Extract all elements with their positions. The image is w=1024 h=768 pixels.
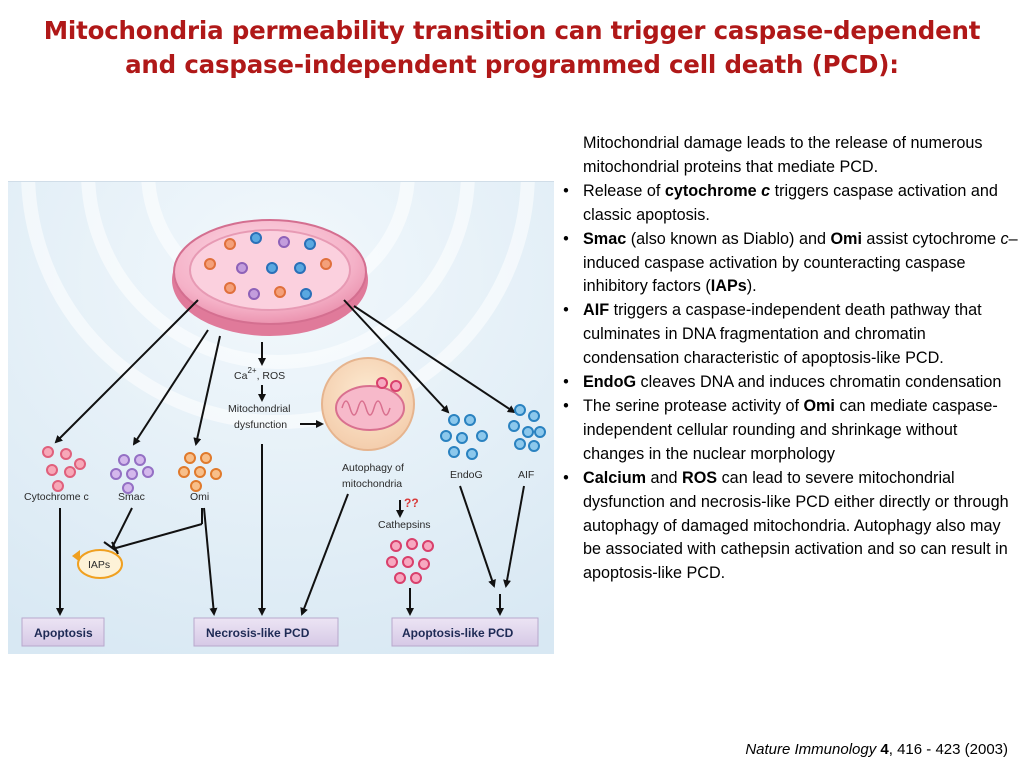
bullet-calcium-ros: •Calcium and ROS can lead to severe mito… xyxy=(560,467,1018,587)
pcd-pathway-figure: Ca2+, ROS Mitochondrial dysfunction Auto… xyxy=(8,181,554,654)
necrosis-like-pcd-label: Necrosis-like PCD xyxy=(206,626,310,640)
arrow-to-endog xyxy=(343,299,450,414)
bullet-aif: •AIF triggers a caspase-independent deat… xyxy=(560,299,1018,371)
cathepsins-label: Cathepsins xyxy=(378,519,431,531)
bullet-glyph: • xyxy=(563,181,569,200)
cytochrome-c-cluster xyxy=(42,446,86,492)
mito-dysfunction-label-1: Mitochondrial xyxy=(228,403,290,415)
apoptosis-like-pcd-label: Apoptosis-like PCD xyxy=(402,626,514,640)
endog-label: EndoG xyxy=(450,469,483,481)
arrow-to-smac xyxy=(132,329,209,446)
omi-inhibit-bar xyxy=(111,541,119,555)
bullet-glyph: • xyxy=(563,229,569,248)
arrow-to-omi xyxy=(193,335,221,446)
slide-title-line-2: and caspase-independent programmed cell … xyxy=(125,50,899,79)
autophagosome-icon xyxy=(321,357,415,451)
arrow-omi-to-necrosis xyxy=(203,507,218,616)
iaps-label: IAPs xyxy=(88,559,110,571)
bullet-list: •Release of cytochrome c triggers caspas… xyxy=(560,180,1018,586)
citation: Nature Immunology 4, 416 - 423 (2003) xyxy=(745,741,1008,758)
arrow-aif-down xyxy=(503,485,525,588)
omi-label: Omi xyxy=(190,491,209,503)
cathepsin-cluster xyxy=(386,538,434,584)
mitochondrial-proteins xyxy=(204,232,332,300)
release-arrows xyxy=(54,299,516,446)
mito-dysfunction-label-2: dysfunction xyxy=(234,419,287,431)
cytochrome-c-label: Cytochrome c xyxy=(24,491,89,503)
iaps-inhibitor-icon xyxy=(72,549,123,579)
slide-title: Mitochondria permeability transition can… xyxy=(0,14,1024,82)
bullet-glyph: • xyxy=(563,373,569,392)
smac-label: Smac xyxy=(118,491,145,503)
bullet-cytochrome: •Release of cytochrome c triggers caspas… xyxy=(560,180,1018,228)
apoptosis-label: Apoptosis xyxy=(34,626,93,640)
necrosis-like-pcd-box: Necrosis-like PCD xyxy=(193,617,339,647)
arrow-autophagy-to-necrosis xyxy=(300,493,349,616)
bullet-glyph: • xyxy=(563,396,569,415)
pcd-pathway-diagram: Ca2+, ROS Mitochondrial dysfunction Auto… xyxy=(8,182,554,654)
omi-to-iaps-inhibit xyxy=(115,523,203,549)
intro-paragraph: Mitochondrial damage leads to the releas… xyxy=(583,134,983,176)
endog-cluster xyxy=(440,414,488,460)
aif-cluster xyxy=(508,404,546,452)
smac-cluster xyxy=(110,454,154,494)
apoptosis-like-pcd-box: Apoptosis-like PCD xyxy=(391,617,539,647)
autophagy-label-2: mitochondria xyxy=(342,478,402,490)
bullet-glyph: • xyxy=(563,468,569,487)
citation-journal: Nature Immunology xyxy=(745,741,877,758)
citation-pages-year: , 416 - 423 (2003) xyxy=(888,741,1008,758)
bullet-omi-protease: •The serine protease activity of Omi can… xyxy=(560,395,1018,467)
smac-to-iaps-inhibit xyxy=(111,507,133,549)
omi-cluster xyxy=(178,452,222,492)
ca-ros-label: Ca2+, ROS xyxy=(234,366,285,382)
autophagy-label-1: Autophagy of xyxy=(342,462,404,474)
citation-volume: 4 xyxy=(880,741,889,758)
slide-title-line-1: Mitochondria permeability transition can… xyxy=(43,16,981,45)
question-marks: ?? xyxy=(404,496,419,510)
bullet-smac-omi: •Smac (also known as Diablo) and Omi ass… xyxy=(560,228,1018,300)
arrow-to-aif xyxy=(353,305,516,414)
aif-label: AIF xyxy=(518,469,534,481)
apoptosis-box: Apoptosis xyxy=(21,617,105,647)
bullet-endog: •EndoG cleaves DNA and induces chromatin… xyxy=(560,371,1018,395)
bullet-glyph: • xyxy=(563,301,569,320)
arrow-to-cytochrome xyxy=(54,299,199,444)
explanation-panel: Mitochondrial damage leads to the releas… xyxy=(560,132,1018,586)
downstream-arrows xyxy=(56,485,525,616)
arrow-endog-down xyxy=(459,485,496,588)
mitochondrion-icon xyxy=(172,219,368,336)
